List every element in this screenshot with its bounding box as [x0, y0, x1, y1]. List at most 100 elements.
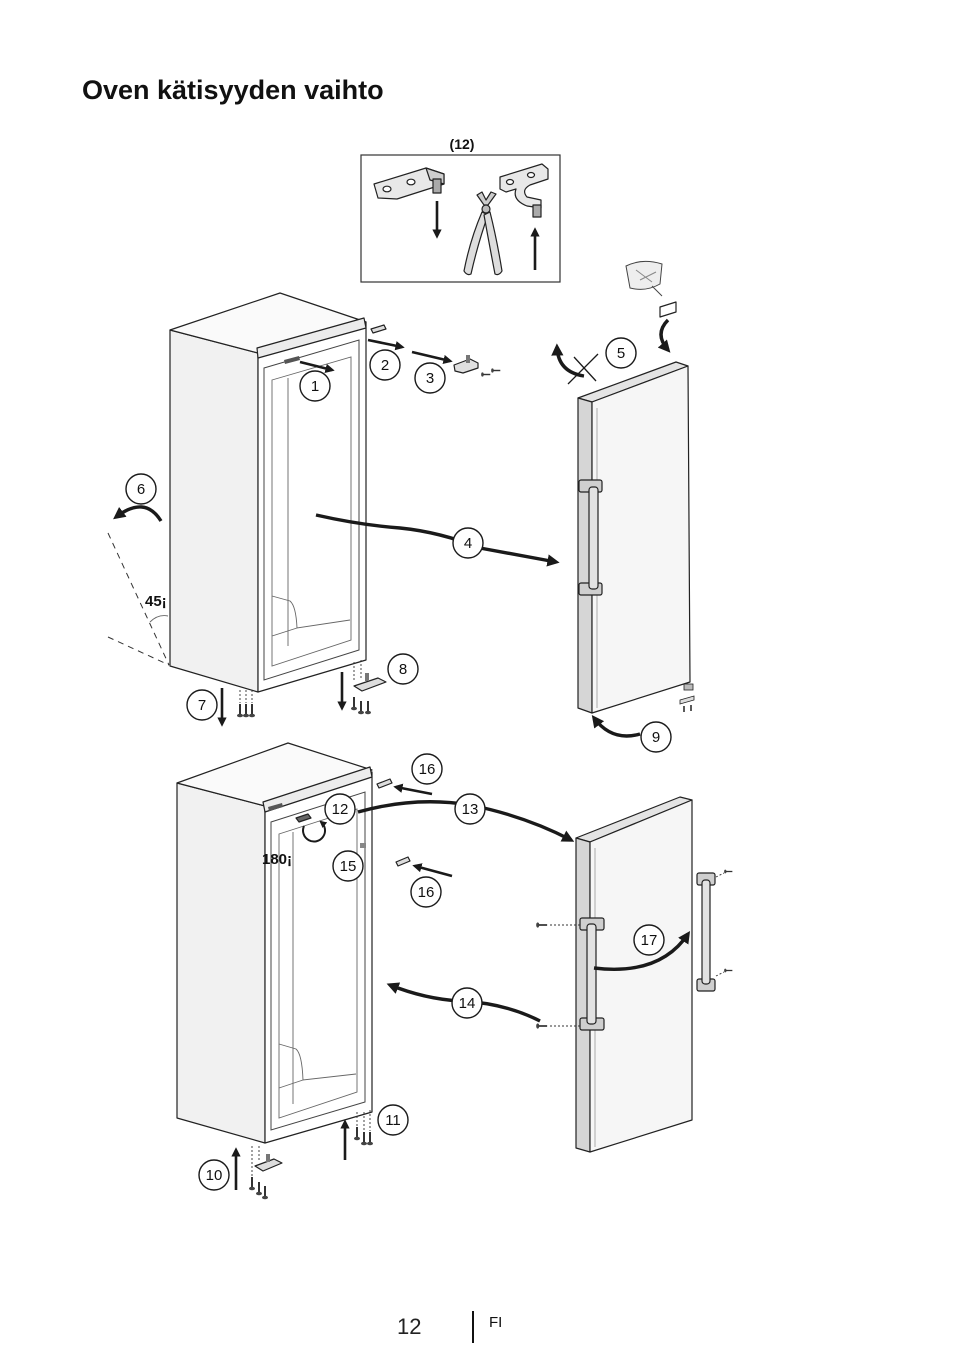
badge-circle	[633, 924, 665, 956]
hinge-rotate-detail: 180¡	[262, 813, 366, 868]
door-bottom	[536, 796, 693, 1153]
screw	[262, 1186, 268, 1200]
step-badge-9: 9	[640, 721, 672, 753]
door-handle-detached	[696, 869, 733, 992]
footer-divider	[472, 1311, 474, 1343]
step-badge-14: 14	[451, 987, 483, 1019]
screw	[256, 1182, 262, 1196]
cabinet-side	[176, 782, 266, 1144]
arrow-step-5-prohibited	[551, 343, 599, 385]
badge-circle	[387, 653, 419, 685]
tilt-angle-label: 45¡	[145, 593, 167, 610]
step-badge-5: 5	[605, 337, 637, 369]
hinge-pin-part	[360, 843, 366, 848]
cabinet-bottom	[176, 742, 373, 1144]
arrow-step-17	[593, 930, 691, 971]
accessory-bag-string	[651, 285, 663, 297]
door-handle	[579, 917, 605, 1031]
badge-circle	[410, 876, 442, 908]
step-badge-4: 4	[452, 527, 484, 559]
badge-circle	[324, 793, 356, 825]
pliers-jaws	[476, 191, 497, 206]
screw	[536, 922, 548, 928]
pliers-pivot	[481, 204, 491, 214]
step-badge-15: 15	[332, 850, 364, 882]
bottom-hinge-part	[249, 1146, 283, 1200]
badge-number: 1	[311, 378, 319, 395]
crisper-shelf	[278, 1043, 357, 1089]
step-badge-16-bottom: 16	[410, 876, 442, 908]
hinge-bracket-left	[373, 167, 445, 200]
screw-path	[715, 872, 725, 878]
arrow-step-1	[299, 360, 335, 373]
handle-screws	[536, 922, 580, 1029]
handle-bar	[701, 879, 711, 985]
screw	[243, 704, 249, 718]
bottom-hinge-part	[351, 660, 387, 715]
step-badge-12: 12	[324, 793, 356, 825]
badge-number: 2	[381, 357, 389, 374]
pliers-illustration	[463, 191, 503, 276]
arrow-step-16-top	[393, 783, 433, 796]
cabinet-hinge-cover	[256, 317, 367, 359]
prohibited-cross	[573, 356, 597, 382]
inset-hinge-detail: (12)	[360, 136, 561, 283]
badge-number: 5	[617, 345, 625, 362]
prohibited-cross	[567, 353, 599, 385]
badge-number: 14	[459, 995, 476, 1012]
rotate-arrow-icon	[302, 820, 328, 843]
hinge-piece	[295, 813, 312, 823]
badge-number: 13	[462, 801, 479, 818]
badge-number: 11	[385, 1112, 401, 1129]
tilt-angle-arc	[149, 615, 169, 623]
badge-number: 15	[340, 858, 357, 875]
rotate-angle-label: 180¡	[262, 851, 292, 868]
top-hinge-cover-piece	[284, 356, 300, 364]
screw	[351, 697, 357, 711]
language-code: FI	[489, 1314, 503, 1331]
hinge-hole	[505, 178, 515, 186]
hinge-hole	[526, 171, 536, 179]
badge-number: 7	[198, 697, 206, 714]
cabinet-top-face	[176, 742, 373, 807]
hinge-cover-part	[376, 778, 393, 789]
screw	[536, 1023, 548, 1029]
pliers-handle-right	[483, 211, 503, 276]
inset-frame	[360, 154, 561, 283]
screw	[361, 1132, 367, 1146]
floor-guide-line	[107, 636, 170, 666]
bottom-hinge-plate	[353, 677, 387, 692]
badge-circle	[125, 473, 157, 505]
step-badge-13: 13	[454, 793, 486, 825]
badge-circle	[451, 987, 483, 1019]
page-title: Oven kätisyyden vaihto	[82, 75, 384, 105]
hinge-plate	[499, 163, 549, 209]
badge-circle	[640, 721, 672, 753]
step-badge-2: 2	[369, 349, 401, 381]
screw	[354, 1127, 360, 1141]
badge-circle	[198, 1159, 230, 1191]
arrow-step-9	[591, 715, 641, 738]
step-badge-17: 17	[633, 924, 665, 956]
handle-bar	[588, 486, 599, 590]
bottom-screws-right	[354, 1110, 373, 1146]
screw	[249, 1177, 255, 1191]
pliers-handle-left	[463, 211, 489, 276]
arrow-step-2	[367, 338, 405, 351]
cabinet-side	[169, 329, 259, 693]
badge-circle	[377, 1104, 409, 1136]
screw-path	[715, 971, 725, 977]
door-front-panel	[591, 365, 691, 714]
door-front-panel	[589, 799, 693, 1153]
badge-number: 3	[426, 370, 434, 387]
hinge-hole	[382, 185, 392, 193]
screw	[358, 701, 364, 715]
badge-number: 17	[641, 932, 658, 949]
badge-circle	[369, 349, 401, 381]
step-badge-7: 7	[186, 689, 218, 721]
screw	[491, 368, 501, 373]
step-badge-16-top: 16	[411, 753, 443, 785]
page-number: 12	[397, 1314, 422, 1339]
hinge-pin	[532, 204, 542, 218]
hinge-cover-part	[395, 856, 411, 867]
